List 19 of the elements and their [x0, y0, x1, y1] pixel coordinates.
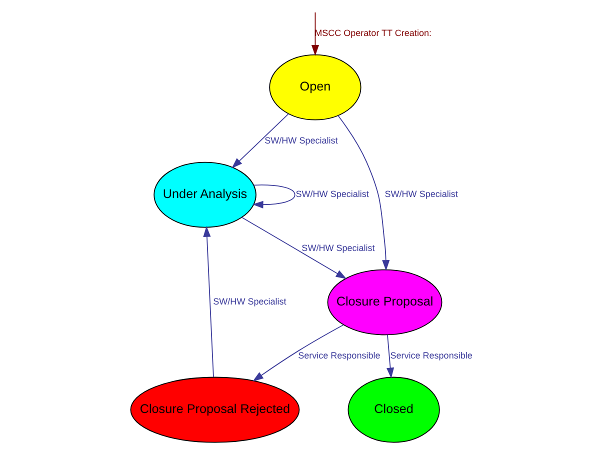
edge-label: SW/HW Specialist: [264, 135, 338, 146]
edge-label: Service Responsible: [298, 350, 380, 360]
edge-label: Service Responsible: [390, 350, 472, 360]
edge-label: SW/HW Specialist: [212, 296, 286, 307]
arrow: [386, 334, 394, 379]
node-ellipse: Under Analysis: [153, 162, 256, 228]
node-ellipse: Closed: [347, 376, 440, 443]
arrow: [202, 226, 214, 378]
arrow: [231, 113, 288, 168]
arrow: [252, 184, 295, 208]
node-ellipse: Closure Proposal Rejected: [130, 376, 300, 443]
arrow: [252, 324, 344, 382]
edge-label: SW/HW Specialist: [384, 189, 458, 200]
node-ellipse: Open: [268, 54, 361, 120]
edge-label: SW/HW Specialist: [295, 189, 368, 200]
edge-label: SW/HW Specialist: [301, 242, 374, 253]
edge-label: MSCC Operator TT Creation:: [314, 28, 431, 38]
arrow: [337, 115, 390, 271]
arrow: [240, 216, 346, 279]
